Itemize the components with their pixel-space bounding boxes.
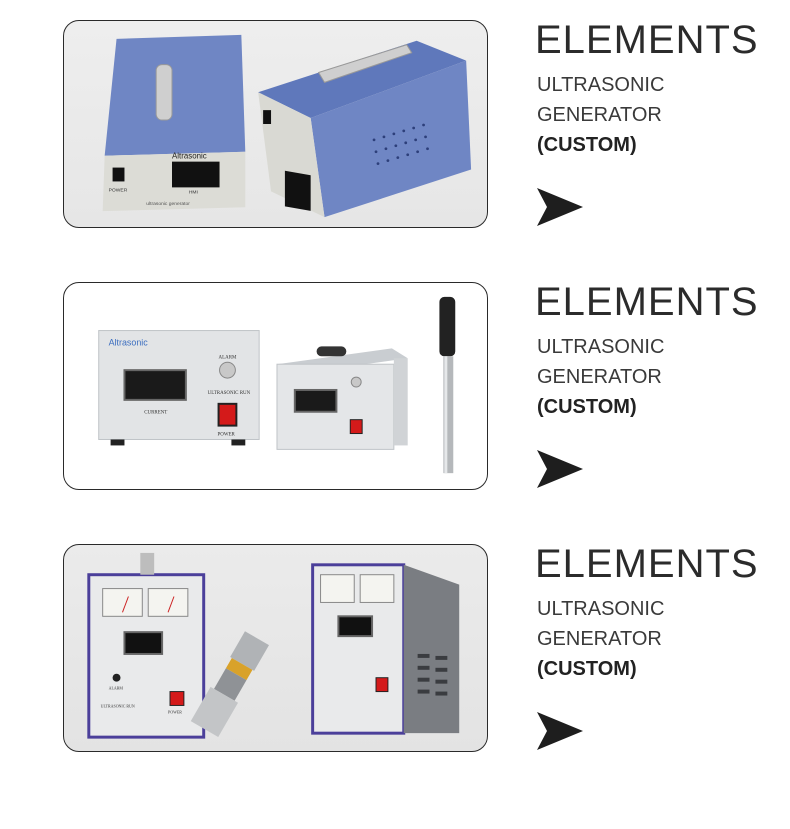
heading-elements: ELEMENTS xyxy=(535,280,759,324)
product-text-2: ELEMENTS ULTRASONIC GENERATOR (CUSTOM) xyxy=(535,282,765,422)
brand-label: Altrasonic xyxy=(109,337,149,347)
ultrasonic-run-label: ULTRASONIC RUN xyxy=(101,703,135,708)
current-label: CURRENT xyxy=(144,411,167,416)
product-photo-1[interactable]: Altrasonic POWER HMI ultrasonic generato… xyxy=(63,20,488,228)
alarm-label: ALARM xyxy=(109,686,124,691)
product-text-1: ELEMENTS ULTRASONIC GENERATOR (CUSTOM) xyxy=(535,20,765,160)
product-row-1: Altrasonic POWER HMI ultrasonic generato… xyxy=(0,20,790,232)
generator-image-blue-cases: Altrasonic POWER HMI ultrasonic generato… xyxy=(102,34,472,218)
subtitle-generator: GENERATOR xyxy=(537,366,662,388)
heading-elements: ELEMENTS xyxy=(535,542,759,586)
subtitle-custom: (CUSTOM) xyxy=(537,134,637,156)
brand-label: Altrasonic xyxy=(172,152,207,161)
arrow-right-icon[interactable] xyxy=(535,710,585,752)
power-label: POWER xyxy=(218,433,236,438)
ultrasonic-run-label: ULTRASONIC RUN xyxy=(208,391,251,396)
alarm-label: ALARM xyxy=(219,355,237,360)
heading-elements: ELEMENTS xyxy=(535,18,759,62)
arrow-right-icon[interactable] xyxy=(535,448,585,490)
product-photo-2[interactable]: Altrasonic CURRENT ALARM ULTRASONIC RUN … xyxy=(63,282,488,490)
generator-image-purple-trim: ALARM ULTRASONIC RUN POWER xyxy=(87,552,460,739)
subtitle-custom: (CUSTOM) xyxy=(537,658,637,680)
arrow-right-icon[interactable] xyxy=(535,186,585,228)
product-row-3: ALARM ULTRASONIC RUN POWER xyxy=(0,544,790,756)
generator-image-white-cases: Altrasonic CURRENT ALARM ULTRASONIC RUN … xyxy=(98,296,456,474)
generator-label: ultrasonic generator xyxy=(146,201,190,207)
subtitle-ultrasonic: ULTRASONIC xyxy=(537,336,665,358)
subtitle-ultrasonic: ULTRASONIC xyxy=(537,74,665,96)
power-label: POWER xyxy=(168,709,182,714)
product-photo-3[interactable]: ALARM ULTRASONIC RUN POWER xyxy=(63,544,488,752)
subtitle-generator: GENERATOR xyxy=(537,628,662,650)
subtitle-generator: GENERATOR xyxy=(537,104,662,126)
subtitle-custom: (CUSTOM) xyxy=(537,396,637,418)
product-row-2: Altrasonic CURRENT ALARM ULTRASONIC RUN … xyxy=(0,282,790,494)
power-label: POWER xyxy=(109,187,128,193)
hmi-label: HMI xyxy=(189,189,198,195)
product-text-3: ELEMENTS ULTRASONIC GENERATOR (CUSTOM) xyxy=(535,544,765,684)
subtitle-ultrasonic: ULTRASONIC xyxy=(537,598,665,620)
